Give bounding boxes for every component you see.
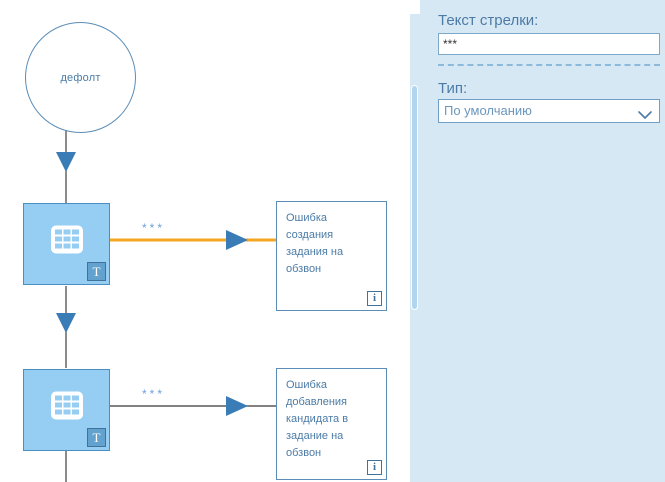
info-icon[interactable]: i (367, 291, 382, 306)
panel-splitter-handle[interactable] (411, 85, 418, 310)
type-select[interactable]: По умолчанию (438, 99, 660, 123)
info-icon[interactable]: i (367, 460, 382, 475)
properties-panel: Текст стрелки: Тип: По умолчанию (410, 0, 665, 482)
arrow-text-input[interactable] (438, 33, 660, 55)
type-label: Тип: (438, 80, 468, 97)
table-grid-icon (50, 225, 84, 260)
arrowhead-task1-to-note1 (226, 230, 248, 250)
section-divider (438, 64, 660, 66)
arrowhead-start-to-task1 (56, 152, 76, 172)
note-node-1[interactable]: Ошибка создания задания на обзвон i (276, 201, 387, 311)
task-node-1[interactable]: T (23, 203, 110, 285)
arrowhead-task2-to-note2 (226, 396, 248, 416)
panel-splitter[interactable] (410, 0, 420, 482)
chevron-down-icon (638, 107, 652, 125)
task-node-2[interactable]: T (23, 369, 110, 451)
edge-label-task2-note2[interactable]: *** (142, 387, 166, 401)
start-node-label: дефолт (60, 71, 101, 84)
arrow-text-label: Текст стрелки: (438, 12, 539, 29)
diagram-canvas[interactable]: дефолт T (0, 0, 410, 482)
table-grid-icon (50, 391, 84, 426)
connector-layer (56, 131, 276, 482)
note-node-2[interactable]: Ошибка добавления кандидата в задание на… (276, 368, 387, 480)
note-text: Ошибка добавления кандидата в задание на… (286, 379, 349, 459)
panel-splitter-notch (410, 0, 420, 14)
arrowhead-task1-to-task2 (56, 313, 76, 333)
properties-panel-body: Текст стрелки: Тип: По умолчанию (420, 0, 665, 482)
type-select-value: По умолчанию (444, 103, 532, 118)
note-text: Ошибка создания задания на обзвон (286, 212, 344, 275)
task-type-badge: T (87, 262, 106, 281)
task-type-badge: T (87, 428, 106, 447)
edge-label-task1-note1[interactable]: *** (142, 221, 166, 235)
start-node[interactable]: дефолт (25, 22, 136, 133)
